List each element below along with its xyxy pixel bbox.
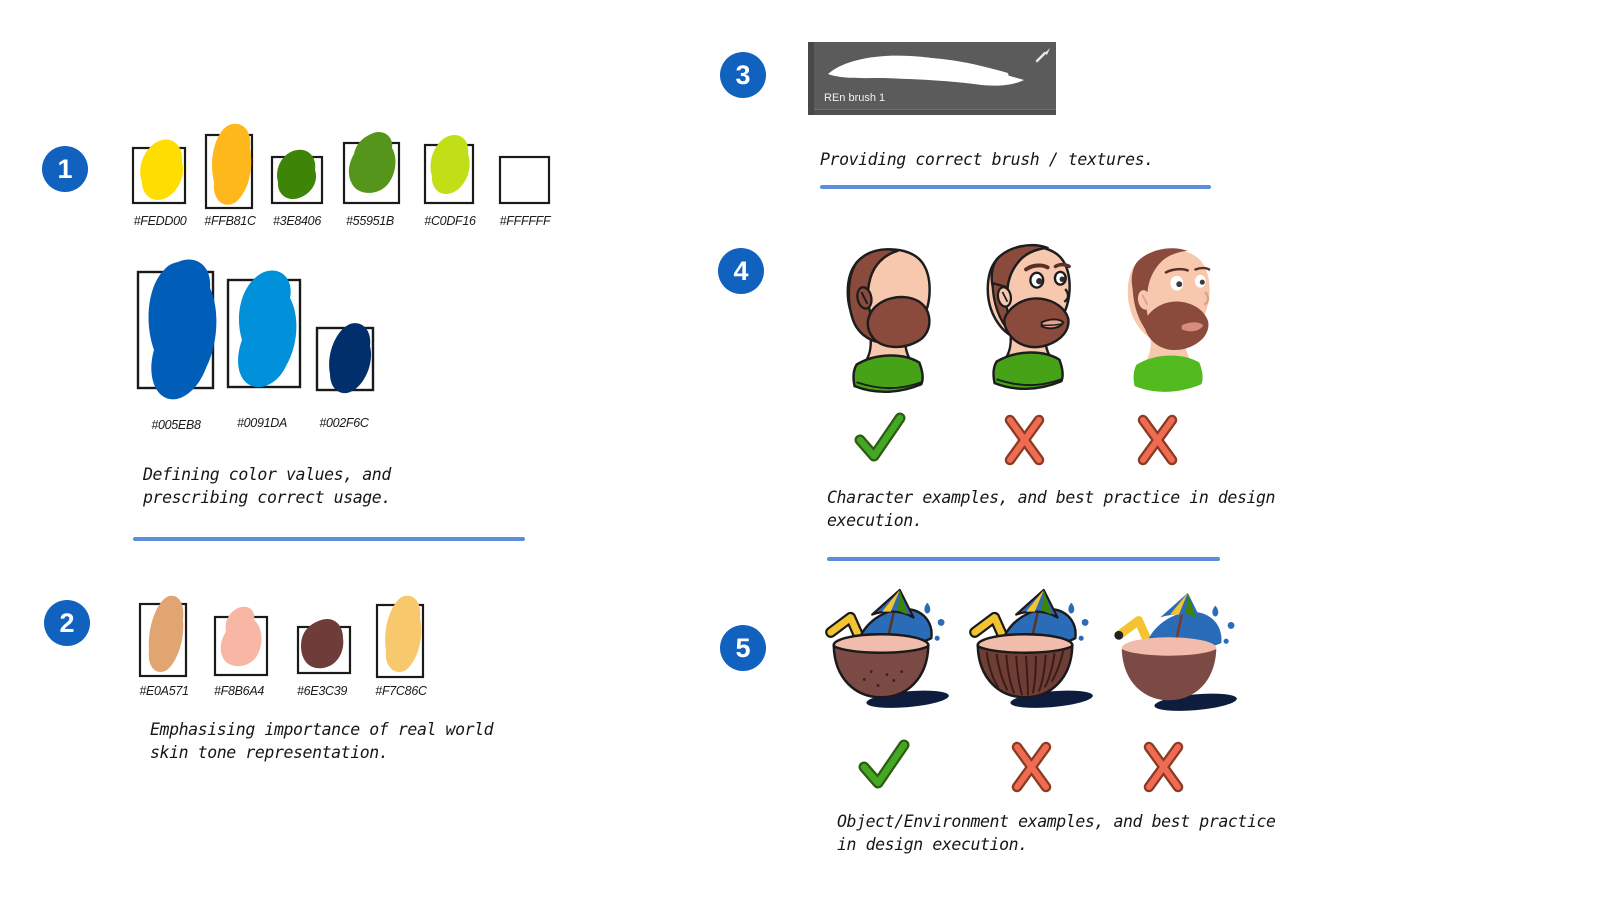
hex-label: #FFB81C bbox=[204, 214, 256, 228]
section-3-caption: Providing correct brush / textures. bbox=[820, 150, 1154, 169]
color-swatch: #C0DF16 bbox=[418, 128, 482, 228]
hex-label: #E0A571 bbox=[139, 684, 189, 698]
section-4-badge: 4 bbox=[718, 248, 764, 294]
section-5-number: 5 bbox=[735, 632, 751, 663]
color-swatch: #55951B bbox=[338, 126, 402, 228]
coconut-drink-textured-illustration bbox=[969, 588, 1093, 708]
brush-stroke-sample-icon bbox=[828, 55, 1024, 86]
hex-label: #FEDD00 bbox=[133, 214, 187, 228]
section-1-caption: Defining color values, and prescribing c… bbox=[143, 465, 391, 508]
section-1-number: 1 bbox=[57, 153, 73, 184]
paint-blob-swatch-icon bbox=[375, 595, 425, 679]
paint-blob-swatch-icon bbox=[296, 618, 352, 675]
cross-mark-icon bbox=[1137, 414, 1178, 466]
section-5-caption: Object/Environment examples, and best pr… bbox=[837, 812, 1276, 855]
section-divider bbox=[133, 537, 525, 541]
brush-tool-icon bbox=[1035, 48, 1050, 63]
hex-label: #002F6C bbox=[319, 416, 369, 430]
hex-label: #F8B6A4 bbox=[213, 684, 265, 698]
hex-label: #C0DF16 bbox=[424, 214, 476, 228]
check-mark-icon bbox=[854, 412, 906, 462]
paint-blob-swatch-icon bbox=[131, 139, 187, 205]
hex-label: #6E3C39 bbox=[296, 684, 348, 698]
section-4-caption: Character examples, and best practice in… bbox=[827, 488, 1276, 531]
paint-blob-swatch-icon bbox=[315, 323, 375, 394]
color-swatch: #FEDD00 bbox=[128, 132, 192, 228]
section-2-badge: 2 bbox=[44, 600, 90, 646]
section-5-badge: 5 bbox=[720, 625, 766, 671]
character-head-flat-style-illustration bbox=[1127, 248, 1211, 392]
color-swatch: #6E3C39 bbox=[291, 610, 353, 698]
empty-swatch-icon bbox=[498, 155, 551, 205]
brush-name-label: REn brush 1 bbox=[824, 92, 886, 104]
paint-blob-swatch-icon bbox=[213, 606, 269, 677]
paint-blob-swatch-icon bbox=[423, 134, 475, 205]
color-swatch: #3E8406 bbox=[265, 140, 329, 228]
section-3-badge: 3 bbox=[720, 52, 766, 98]
coconut-drink-illustration bbox=[825, 588, 949, 708]
character-head-front-view-illustration bbox=[986, 244, 1071, 391]
check-mark-icon bbox=[858, 739, 910, 789]
section-2-caption: Emphasising importance of real world ski… bbox=[150, 720, 494, 763]
paint-blob-swatch-icon bbox=[138, 595, 188, 678]
section-4-number: 4 bbox=[733, 255, 749, 286]
section-divider bbox=[827, 557, 1220, 561]
section-divider bbox=[820, 185, 1211, 189]
paint-blob-swatch-icon bbox=[136, 259, 217, 400]
color-swatch: #F8B6A4 bbox=[208, 600, 270, 698]
cross-mark-icon bbox=[1011, 741, 1052, 793]
hex-label: #F7C86C bbox=[375, 684, 427, 698]
paint-blob-swatch-icon bbox=[226, 270, 302, 389]
hex-label: #55951B bbox=[346, 214, 394, 228]
paint-blob-swatch-icon bbox=[270, 149, 324, 205]
color-swatch: #0091DA bbox=[220, 262, 304, 430]
cross-mark-icon bbox=[1143, 741, 1184, 793]
hex-label: #FFFFFF bbox=[499, 214, 551, 228]
color-swatch: #F7C86C bbox=[370, 590, 432, 698]
section-2-number: 2 bbox=[59, 607, 75, 638]
hex-label: #0091DA bbox=[236, 416, 288, 430]
character-head-back-view-illustration bbox=[846, 248, 931, 394]
paint-blob-swatch-icon bbox=[204, 123, 254, 210]
coconut-drink-flat-illustration bbox=[1114, 592, 1237, 711]
cross-mark-icon bbox=[1004, 414, 1045, 466]
color-swatch: #002F6C bbox=[308, 310, 380, 430]
hex-label: #005EB8 bbox=[151, 418, 201, 432]
color-swatch: #FFFFFF bbox=[493, 140, 557, 228]
paint-blob-swatch-icon bbox=[342, 131, 401, 205]
color-swatch: #FFB81C bbox=[198, 118, 262, 228]
section-3-number: 3 bbox=[735, 59, 751, 90]
hex-label: #3E8406 bbox=[273, 214, 321, 228]
next-row-edge bbox=[814, 109, 1056, 115]
brush-preset-panel: REn brush 1 bbox=[808, 42, 1056, 115]
color-swatch: #E0A571 bbox=[133, 588, 195, 698]
color-swatch: #005EB8 bbox=[130, 252, 222, 432]
section-1-badge: 1 bbox=[42, 146, 88, 192]
